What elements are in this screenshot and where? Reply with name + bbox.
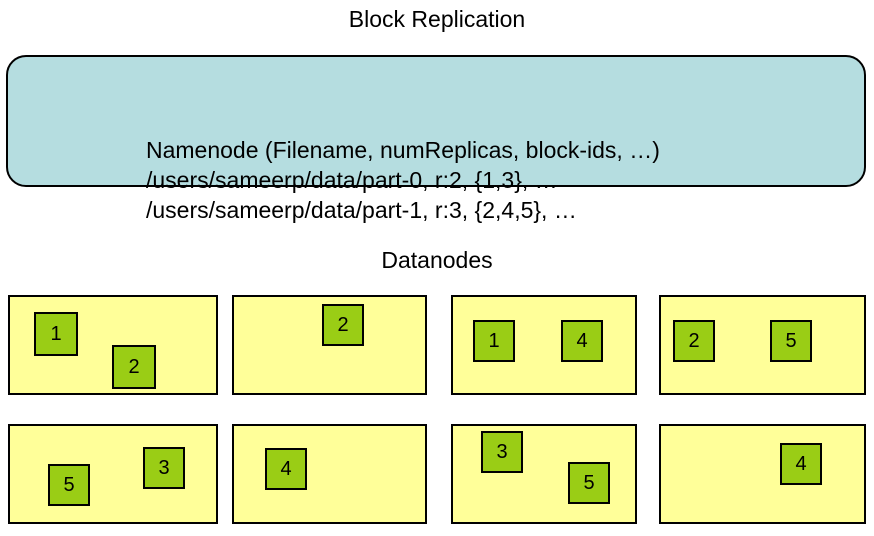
namenode-line-part-0: /users/sameerp/data/part-0, r:2, {1,3}, … [146,167,558,193]
block-replica: 3 [481,431,523,473]
block-replica: 5 [48,464,90,506]
block-replica: 4 [265,448,307,490]
namenode-line-part-1: /users/sameerp/data/part-1, r:3, {2,4,5}… [146,197,577,223]
block-replica: 3 [143,447,185,489]
namenode-box: Namenode (Filename, numReplicas, block-i… [6,55,866,223]
datanode-6 [232,424,427,524]
block-replica: 2 [112,345,156,389]
block-replica: 2 [322,304,364,346]
block-replica: 5 [568,462,610,504]
page-title: Block Replication [348,6,526,32]
namenode-text-block: Namenode (Filename, numReplicas, block-i… [146,135,846,225]
block-replica: 2 [673,320,715,362]
datanode-8 [659,424,866,524]
block-replica: 4 [561,320,603,362]
datanodes-label: Datanodes [381,247,493,273]
block-replica: 1 [34,312,78,356]
block-replica: 1 [473,320,515,362]
block-replica: 5 [770,320,812,362]
datanode-5 [8,424,218,524]
namenode-line-header: Namenode (Filename, numReplicas, block-i… [146,137,660,163]
block-replica: 4 [780,443,822,485]
